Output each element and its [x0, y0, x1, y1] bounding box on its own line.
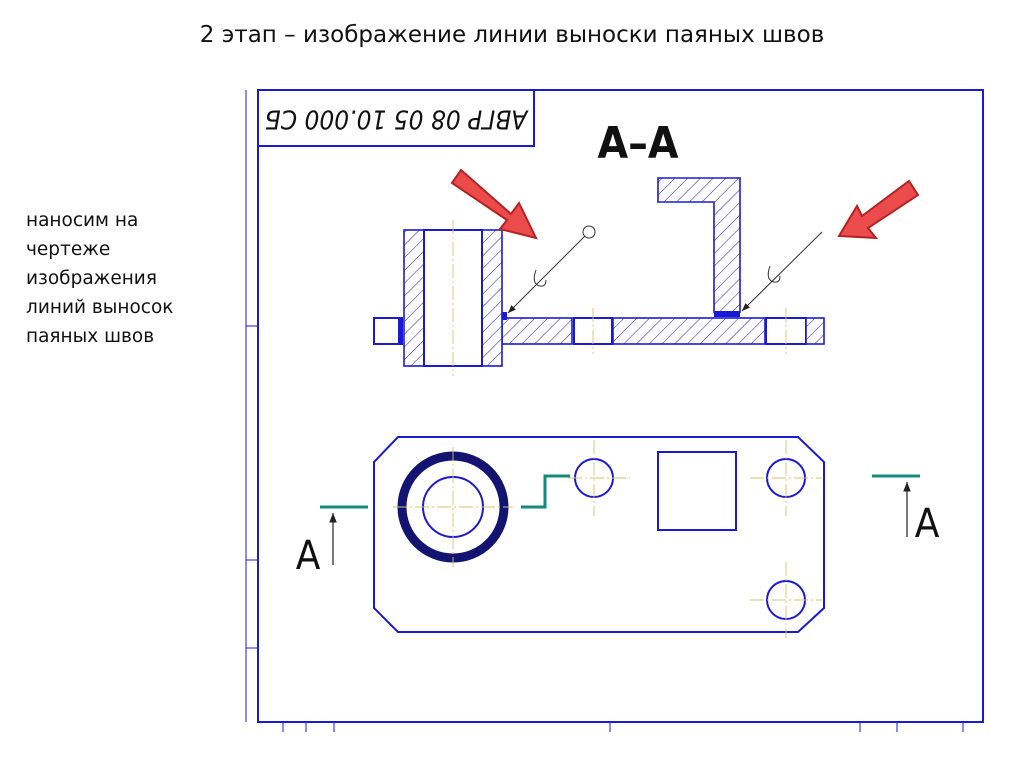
pointer-arrow-left: [450, 168, 538, 240]
base-plate-left-end: [373, 317, 403, 345]
side-note-line: изображения: [26, 268, 157, 289]
plate-outline: [373, 436, 825, 633]
bracket-section: [657, 177, 741, 313]
frame-bottom-ticks: [282, 722, 964, 732]
side-note-line: паяных швов: [26, 326, 155, 347]
leader-line-right: [741, 231, 823, 312]
drawing-stamp: АВГР 08 05 10.000 СБ: [257, 89, 535, 147]
solder-symbol-right: [767, 265, 781, 283]
base-plate-section: [612, 317, 766, 345]
base-plate-section: [805, 317, 825, 345]
stamp-text: АВГР 08 05 10.000 СБ: [265, 104, 530, 134]
bushing-wall-right: [481, 229, 503, 367]
solder-seam-bracket: [714, 311, 740, 317]
side-note-line: чертеже: [26, 239, 111, 260]
solder-seam-bushing: [502, 312, 507, 320]
bracket-footprint: [657, 451, 737, 531]
section-view: [373, 168, 920, 376]
section-label: А–А: [597, 118, 678, 169]
slide-title: 2 этап – изображение линии выноски паяны…: [199, 22, 825, 48]
sheet-frame: [245, 89, 984, 732]
plan-view: А А: [296, 436, 940, 638]
cut-label-right: А: [915, 501, 940, 547]
pointer-arrow-right: [837, 179, 920, 240]
cut-line-step: [521, 474, 570, 509]
cut-label-left: А: [296, 533, 321, 579]
leader-circle: [582, 225, 596, 239]
side-note: наносим на чертеже изображения линий вын…: [26, 206, 236, 351]
leader-line-left: [507, 235, 586, 314]
side-note-line: линий выносок: [26, 297, 174, 318]
base-plate-section: [501, 317, 573, 345]
solder-seam-left: [398, 318, 403, 344]
bushing-wall-left: [403, 229, 425, 367]
side-note-line: наносим на: [26, 210, 139, 231]
solder-symbol-left: [533, 269, 547, 287]
